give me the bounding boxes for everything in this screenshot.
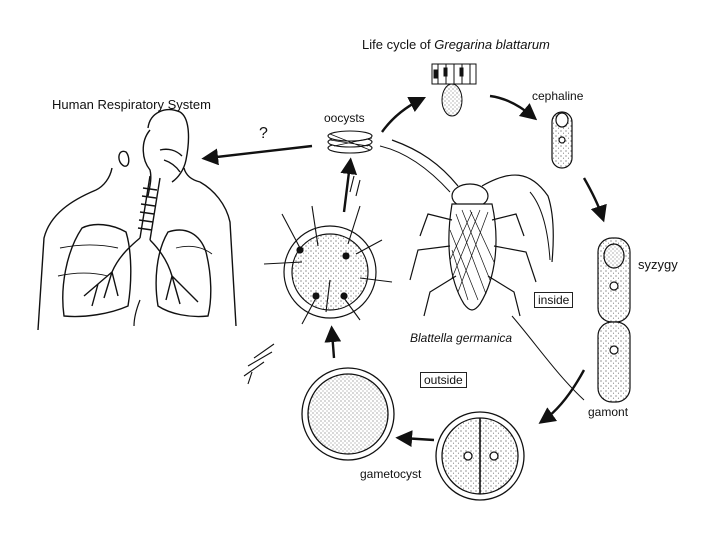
title-prefix: Life cycle of: [362, 37, 435, 52]
title-species: Gregarina blattarum: [434, 37, 550, 52]
arrow-to-mature-cyst: [395, 430, 435, 448]
human-system-label: Human Respiratory System: [52, 97, 211, 112]
cycle-arrows: [201, 94, 607, 448]
dehiscing-cyst-drawing: [263, 205, 393, 325]
cephaline-drawing: [551, 111, 573, 169]
human-respiratory-drawing: [37, 109, 237, 331]
oocysts-drawing: [327, 130, 373, 154]
arrow-to-gametocyst: [538, 369, 586, 424]
epithelium-drawing: [431, 63, 477, 117]
gametocyst-label: gametocyst: [360, 467, 422, 481]
arrow-to-oocysts: [340, 157, 358, 213]
arrow-to-dehiscing-cyst: [324, 325, 342, 359]
arrow-oocyst-to-sporozoite: [381, 96, 427, 133]
host-species-label: Blattella germanica: [410, 331, 513, 345]
gametocyst-drawing: [435, 411, 525, 501]
cephaline-label: cephaline: [532, 89, 584, 103]
question-mark-label: ?: [259, 125, 268, 142]
spore-strands: [243, 175, 361, 385]
arrow-to-human: [201, 144, 313, 166]
connector-lines: [379, 145, 585, 401]
outside-label: outside: [420, 372, 467, 388]
gamont-label: gamont: [588, 405, 629, 419]
oocysts-label: oocysts: [324, 111, 365, 125]
inside-label: inside: [534, 292, 574, 308]
arrow-to-syzygy: [582, 177, 607, 223]
syzygy-label: syzygy: [638, 257, 678, 272]
arrow-to-cephaline: [489, 94, 538, 121]
syzygy-drawing: [597, 237, 631, 403]
mature-cyst-drawing: [301, 367, 395, 461]
diagram-title: Life cycle of Gregarina blattarum: [362, 38, 550, 51]
cockroach-drawing: [391, 139, 554, 317]
